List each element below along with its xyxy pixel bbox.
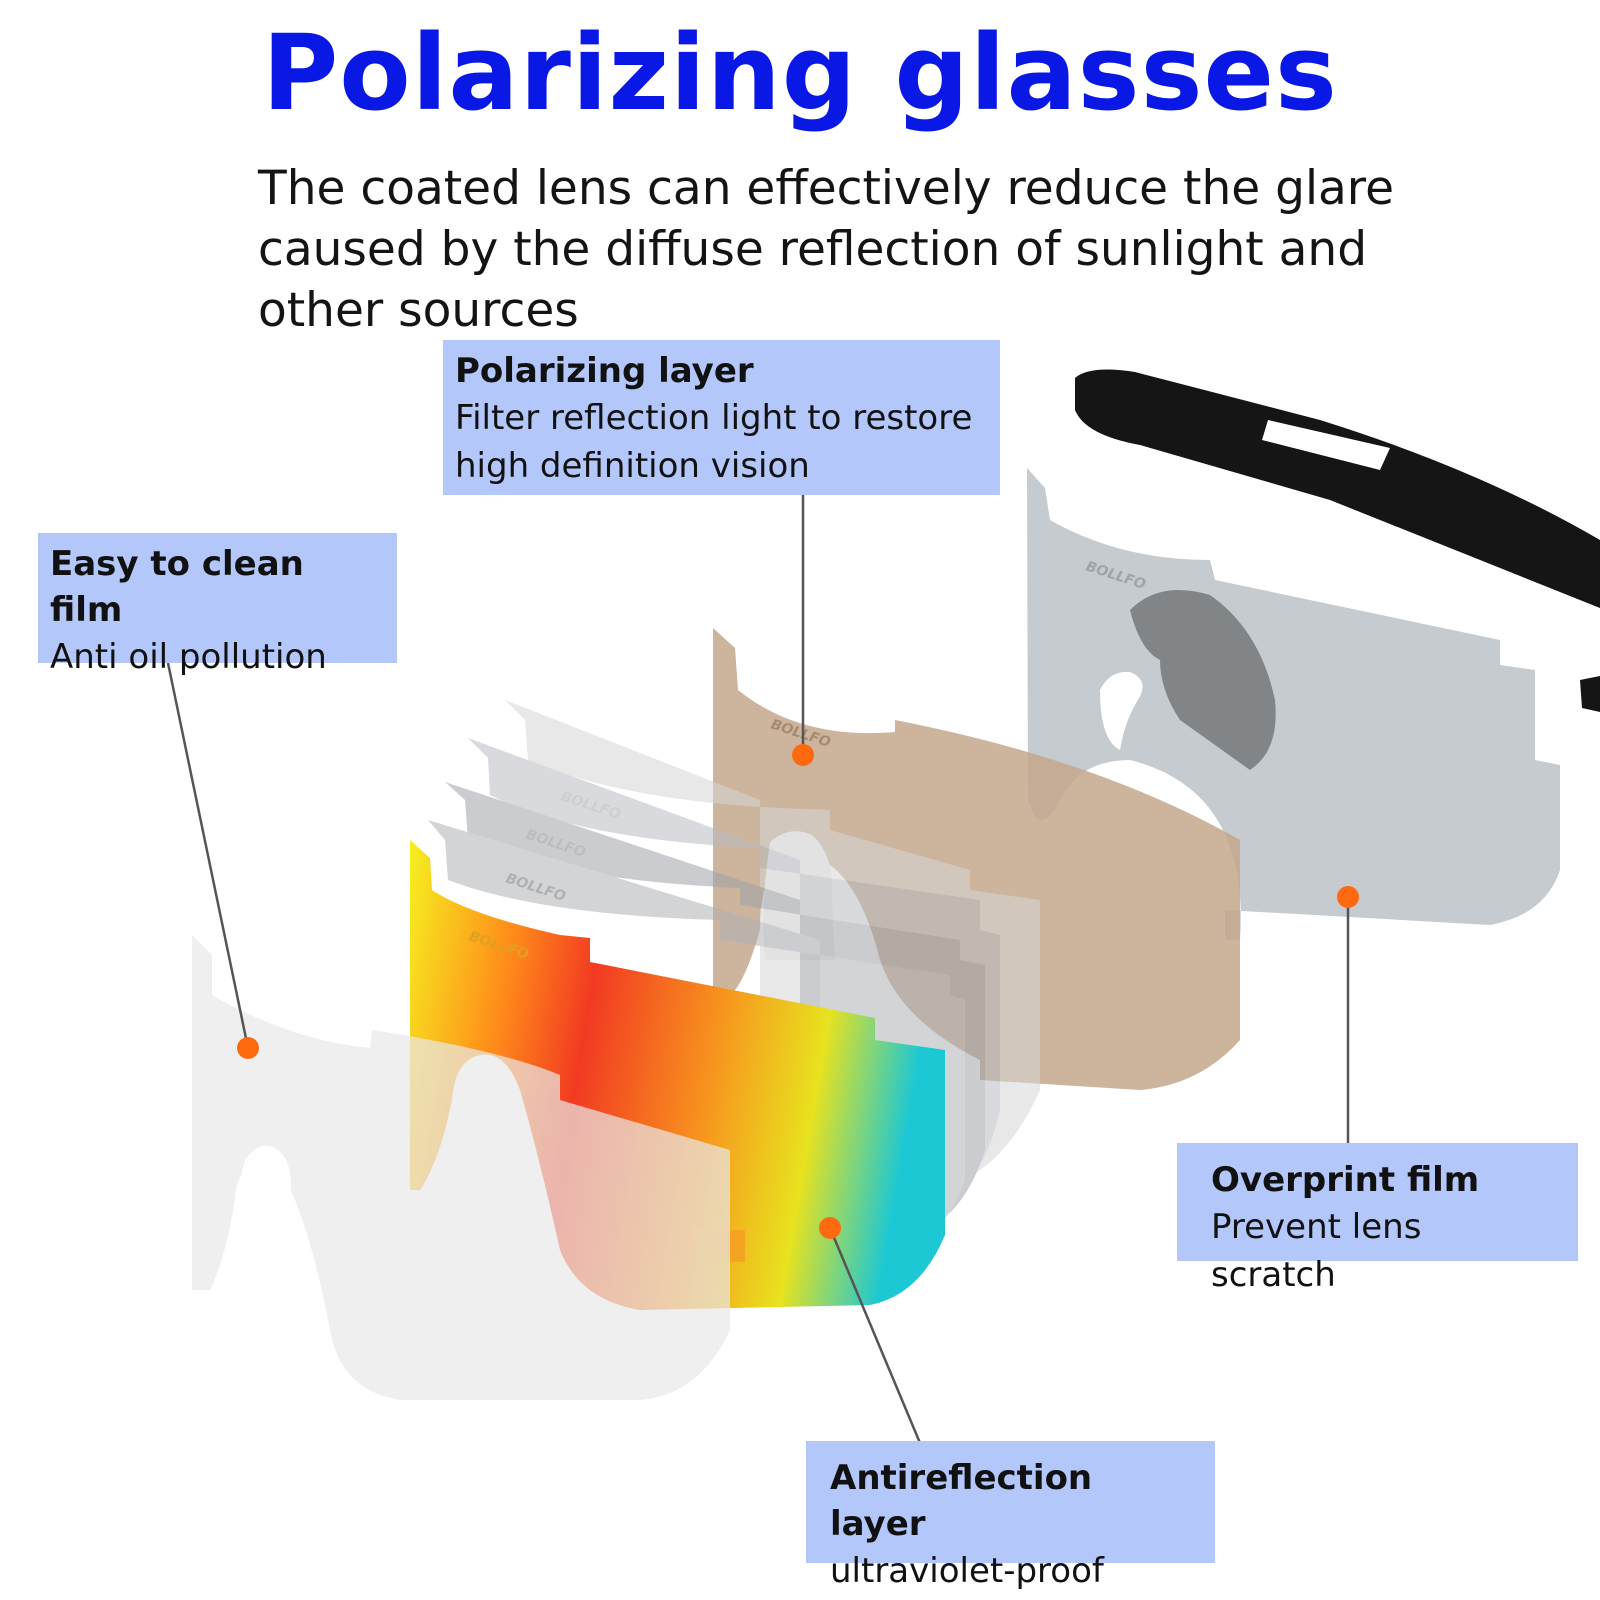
leader-lines	[166, 485, 1350, 1444]
glasses-frame	[1075, 369, 1600, 712]
leader-line-antireflection	[828, 1227, 922, 1444]
marker-antireflection	[819, 1217, 841, 1239]
callout-text: Prevent lens scratch	[1211, 1207, 1422, 1295]
page-subtitle: The coated lens can effectively reduce t…	[258, 161, 1395, 338]
nose-pad	[1130, 590, 1276, 770]
leader-line-easy-clean	[166, 662, 250, 1049]
callout-easy-clean-film: Easy to clean film Anti oil pollution	[38, 533, 397, 677]
overprint-film-lens	[1027, 468, 1560, 940]
callout-title: Antireflection layer	[830, 1458, 1093, 1544]
frame-slot	[1262, 420, 1390, 470]
marker-overprint	[1337, 886, 1359, 908]
frame-arm	[1075, 369, 1600, 608]
callout-title: Overprint film	[1211, 1160, 1480, 1200]
callout-title: Easy to clean film	[50, 544, 304, 630]
callout-title: Polarizing layer	[455, 351, 754, 391]
callout-polarizing-layer: Polarizing layer Filter reflection light…	[443, 340, 1000, 495]
marker-polarizing	[792, 744, 814, 766]
page-title: Polarizing glasses	[262, 12, 1338, 134]
easy-clean-film-lens	[192, 935, 730, 1400]
callout-text: Anti oil pollution	[50, 637, 327, 677]
callout-antireflection-layer: Antireflection layer ultraviolet-proof	[806, 1441, 1215, 1591]
callout-overprint-film: Overprint film Prevent lens scratch	[1177, 1143, 1578, 1295]
marker-easy-clean	[237, 1037, 259, 1059]
callout-text: ultraviolet-proof	[830, 1551, 1104, 1591]
callout-text: Filter reflection light to restore high …	[455, 398, 973, 486]
layer-markers	[237, 744, 1359, 1239]
frame-tip	[1580, 676, 1600, 712]
